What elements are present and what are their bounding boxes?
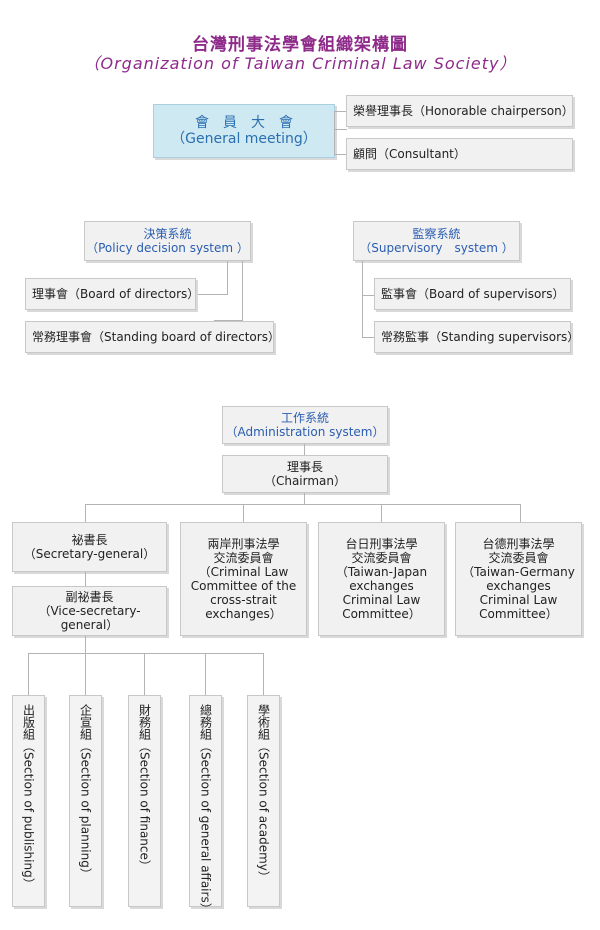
general-meeting-zh: 會 員 大 會 — [195, 115, 293, 131]
board-of-directors-label: 理事會（Board of directors） — [32, 287, 200, 301]
consultant-label: 顧問（Consultant） — [353, 147, 466, 161]
vice-secretary-general-en: （Vice-secretary-general） — [38, 604, 141, 632]
section-finance-box: 財務組（Section of finance） — [128, 695, 161, 907]
section-planning-label: 企宣組（Section of planning） — [78, 704, 93, 880]
chairman-zh: 理事長 — [286, 460, 323, 474]
administration-en: （Administration system） — [225, 425, 385, 439]
connector — [144, 653, 145, 695]
connector — [362, 261, 363, 338]
administration-zh: 工作系統 — [280, 411, 329, 425]
taiwan-germany-committee-box: 台德刑事法學 交流委員會 （Taiwan-Germany exchanges C… — [455, 522, 582, 636]
section-academy-box: 學術組（Section of academy） — [247, 695, 280, 907]
connector — [335, 129, 347, 130]
committee-zh: 台日刑事法學 交流委員會 — [345, 537, 418, 565]
honorable-chairperson-box: 榮譽理事長（Honorable chairperson） — [346, 95, 574, 127]
connector — [362, 295, 375, 296]
committee-zh: 台德刑事法學 交流委員會 — [482, 537, 555, 565]
policy-decision-zh: 決策系統 — [143, 227, 192, 241]
board-of-supervisors-label: 監事會（Board of supervisors） — [381, 287, 565, 301]
connector — [214, 320, 243, 321]
policy-decision-en: （Policy decision system ） — [86, 241, 249, 255]
connector — [85, 653, 86, 695]
section-publishing-box: 出版組（Section of publishing） — [12, 695, 45, 907]
secretary-general-box: 祕書長 （Secretary-general） — [12, 522, 167, 572]
connector — [195, 294, 228, 295]
standing-supervisors-label: 常務監事（Standing supervisors） — [381, 330, 580, 344]
supervisory-zh: 監察系統 — [412, 227, 461, 241]
connector — [28, 653, 264, 654]
supervisory-system-box: 監察系統 （Supervisory system ） — [353, 221, 520, 261]
connector — [520, 504, 521, 522]
connector — [243, 504, 244, 522]
chairman-en: （Chairman） — [263, 474, 347, 488]
chart-title-chinese: 台灣刑事法學會組織架構圖 — [192, 35, 408, 55]
connector — [334, 111, 335, 154]
vice-secretary-general-box: 副祕書長 （Vice-secretary-general） — [12, 586, 167, 636]
connector — [304, 444, 305, 456]
connector — [85, 504, 86, 522]
secretary-general-zh: 祕書長 — [71, 533, 108, 547]
board-of-directors-box: 理事會（Board of directors） — [25, 278, 200, 310]
section-general-affairs-label: 總務組（Section of general affairs） — [198, 704, 213, 915]
chart-title-english: （Organization of Taiwan Criminal Law Soc… — [83, 54, 517, 73]
supervisory-en: （Supervisory system ） — [359, 241, 514, 255]
standing-board-of-directors-box: 常務理事會（Standing board of directors） — [25, 321, 280, 353]
connector — [205, 653, 206, 695]
connector — [263, 653, 264, 695]
connector — [362, 337, 375, 338]
connector — [85, 636, 86, 653]
standing-board-label: 常務理事會（Standing board of directors） — [32, 330, 280, 344]
connector — [334, 154, 346, 155]
policy-decision-system-box: 決策系統 （Policy decision system ） — [84, 221, 251, 261]
section-publishing-label: 出版組（Section of publishing） — [21, 704, 36, 890]
vice-secretary-general-zh: 副祕書長 — [65, 590, 114, 604]
consultant-box: 顧問（Consultant） — [346, 138, 573, 170]
committee-en: （Criminal Law Committee of the cross-str… — [190, 565, 297, 621]
connector — [242, 261, 243, 321]
general-meeting-box: 會 員 大 會 （General meeting） — [153, 104, 335, 158]
board-of-supervisors-box: 監事會（Board of supervisors） — [374, 278, 571, 310]
section-finance-label: 財務組（Section of finance） — [137, 704, 152, 872]
secretary-general-en: （Secretary-general） — [23, 547, 156, 561]
connector — [381, 504, 382, 522]
honorable-chairperson-label: 榮譽理事長（Honorable chairperson） — [353, 104, 574, 118]
connector — [85, 504, 521, 505]
general-meeting-en: （General meeting） — [171, 131, 317, 147]
section-general-affairs-box: 總務組（Section of general affairs） — [189, 695, 222, 915]
section-academy-label: 學術組（Section of academy） — [256, 704, 271, 883]
committee-en: （Taiwan-Japan exchanges Criminal Law Com… — [335, 565, 428, 621]
connector — [227, 261, 228, 294]
committee-zh: 兩岸刑事法學 交流委員會 — [207, 537, 280, 565]
committee-en: （Taiwan-Germany exchanges Criminal Law C… — [462, 565, 575, 621]
cross-strait-committee-box: 兩岸刑事法學 交流委員會 （Criminal Law Committee of … — [180, 522, 307, 636]
connector — [85, 572, 86, 586]
connector — [304, 493, 305, 504]
taiwan-japan-committee-box: 台日刑事法學 交流委員會 （Taiwan-Japan exchanges Cri… — [318, 522, 445, 636]
section-planning-box: 企宣組（Section of planning） — [69, 695, 102, 907]
standing-supervisors-box: 常務監事（Standing supervisors） — [374, 321, 579, 353]
administration-system-box: 工作系統 （Administration system） — [222, 406, 388, 444]
connector — [28, 653, 29, 695]
connector — [334, 111, 346, 112]
chairman-box: 理事長 （Chairman） — [222, 455, 388, 493]
